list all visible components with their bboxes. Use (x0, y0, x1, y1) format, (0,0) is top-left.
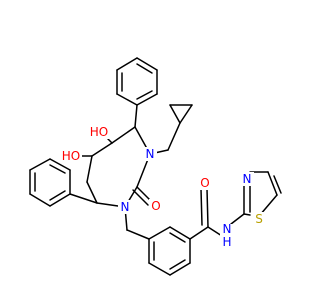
label-backdrop (149, 199, 163, 213)
bond (126, 229, 150, 240)
molecule-drawing: HO HO N N O O N N H S (29, 57, 282, 276)
hydroxyl-left-label: HO (62, 149, 80, 163)
amide-oxygen-label: O (200, 176, 209, 190)
bond (148, 262, 171, 276)
bond (207, 226, 223, 237)
bond (29, 158, 51, 171)
bond (116, 57, 138, 71)
bond (91, 142, 113, 157)
structure-diagram: HO HO N N O O N N H S (29, 57, 282, 276)
label-backdrop (88, 125, 110, 139)
label-backdrop (220, 224, 234, 249)
bond (49, 158, 71, 171)
bond (136, 93, 158, 106)
label-backdrop (252, 212, 266, 226)
bond (116, 93, 138, 106)
bond (86, 181, 98, 204)
bond (169, 232, 186, 243)
bond (29, 193, 51, 207)
bond (206, 188, 209, 228)
atom-label-layer: HO HO N N O O N N H S (60, 125, 266, 249)
label-backdrop (118, 200, 132, 214)
ring-nitrogen-right-label: N (146, 147, 155, 161)
bond (136, 63, 153, 74)
thiazole-sulfur-label: S (255, 212, 263, 226)
bond (243, 213, 251, 216)
thiazole-nitrogen-label: N (243, 172, 252, 186)
bond (49, 193, 71, 207)
label-backdrop (143, 147, 157, 161)
bond (69, 193, 98, 204)
bond (167, 122, 181, 151)
bond (230, 213, 245, 225)
ring-nitrogen-left-label: N (121, 200, 130, 214)
bond (49, 190, 66, 201)
bond (111, 126, 136, 144)
label-backdrop (198, 176, 212, 190)
bond (179, 104, 193, 124)
bond (259, 194, 278, 216)
bond (136, 90, 153, 100)
bond (267, 171, 278, 196)
label-backdrop (60, 149, 82, 163)
bond (132, 189, 149, 206)
bond (86, 155, 93, 183)
amide-hydrogen-label: H (222, 235, 231, 249)
bond (136, 57, 158, 71)
bond (169, 104, 181, 124)
bond (169, 262, 191, 276)
bond (189, 226, 209, 240)
bond (169, 259, 186, 270)
bond (273, 175, 282, 194)
hydroxyl-top-label: HO (90, 125, 108, 139)
bond (169, 226, 191, 240)
label-backdrop (240, 172, 254, 186)
amide-nitrogen-label: N (223, 222, 232, 236)
bond (49, 164, 66, 174)
ring-carbonyl-oxygen-label: O (151, 199, 160, 213)
bond (134, 104, 138, 128)
bond (148, 226, 171, 240)
bond-layer (29, 57, 282, 276)
bond (200, 188, 203, 226)
